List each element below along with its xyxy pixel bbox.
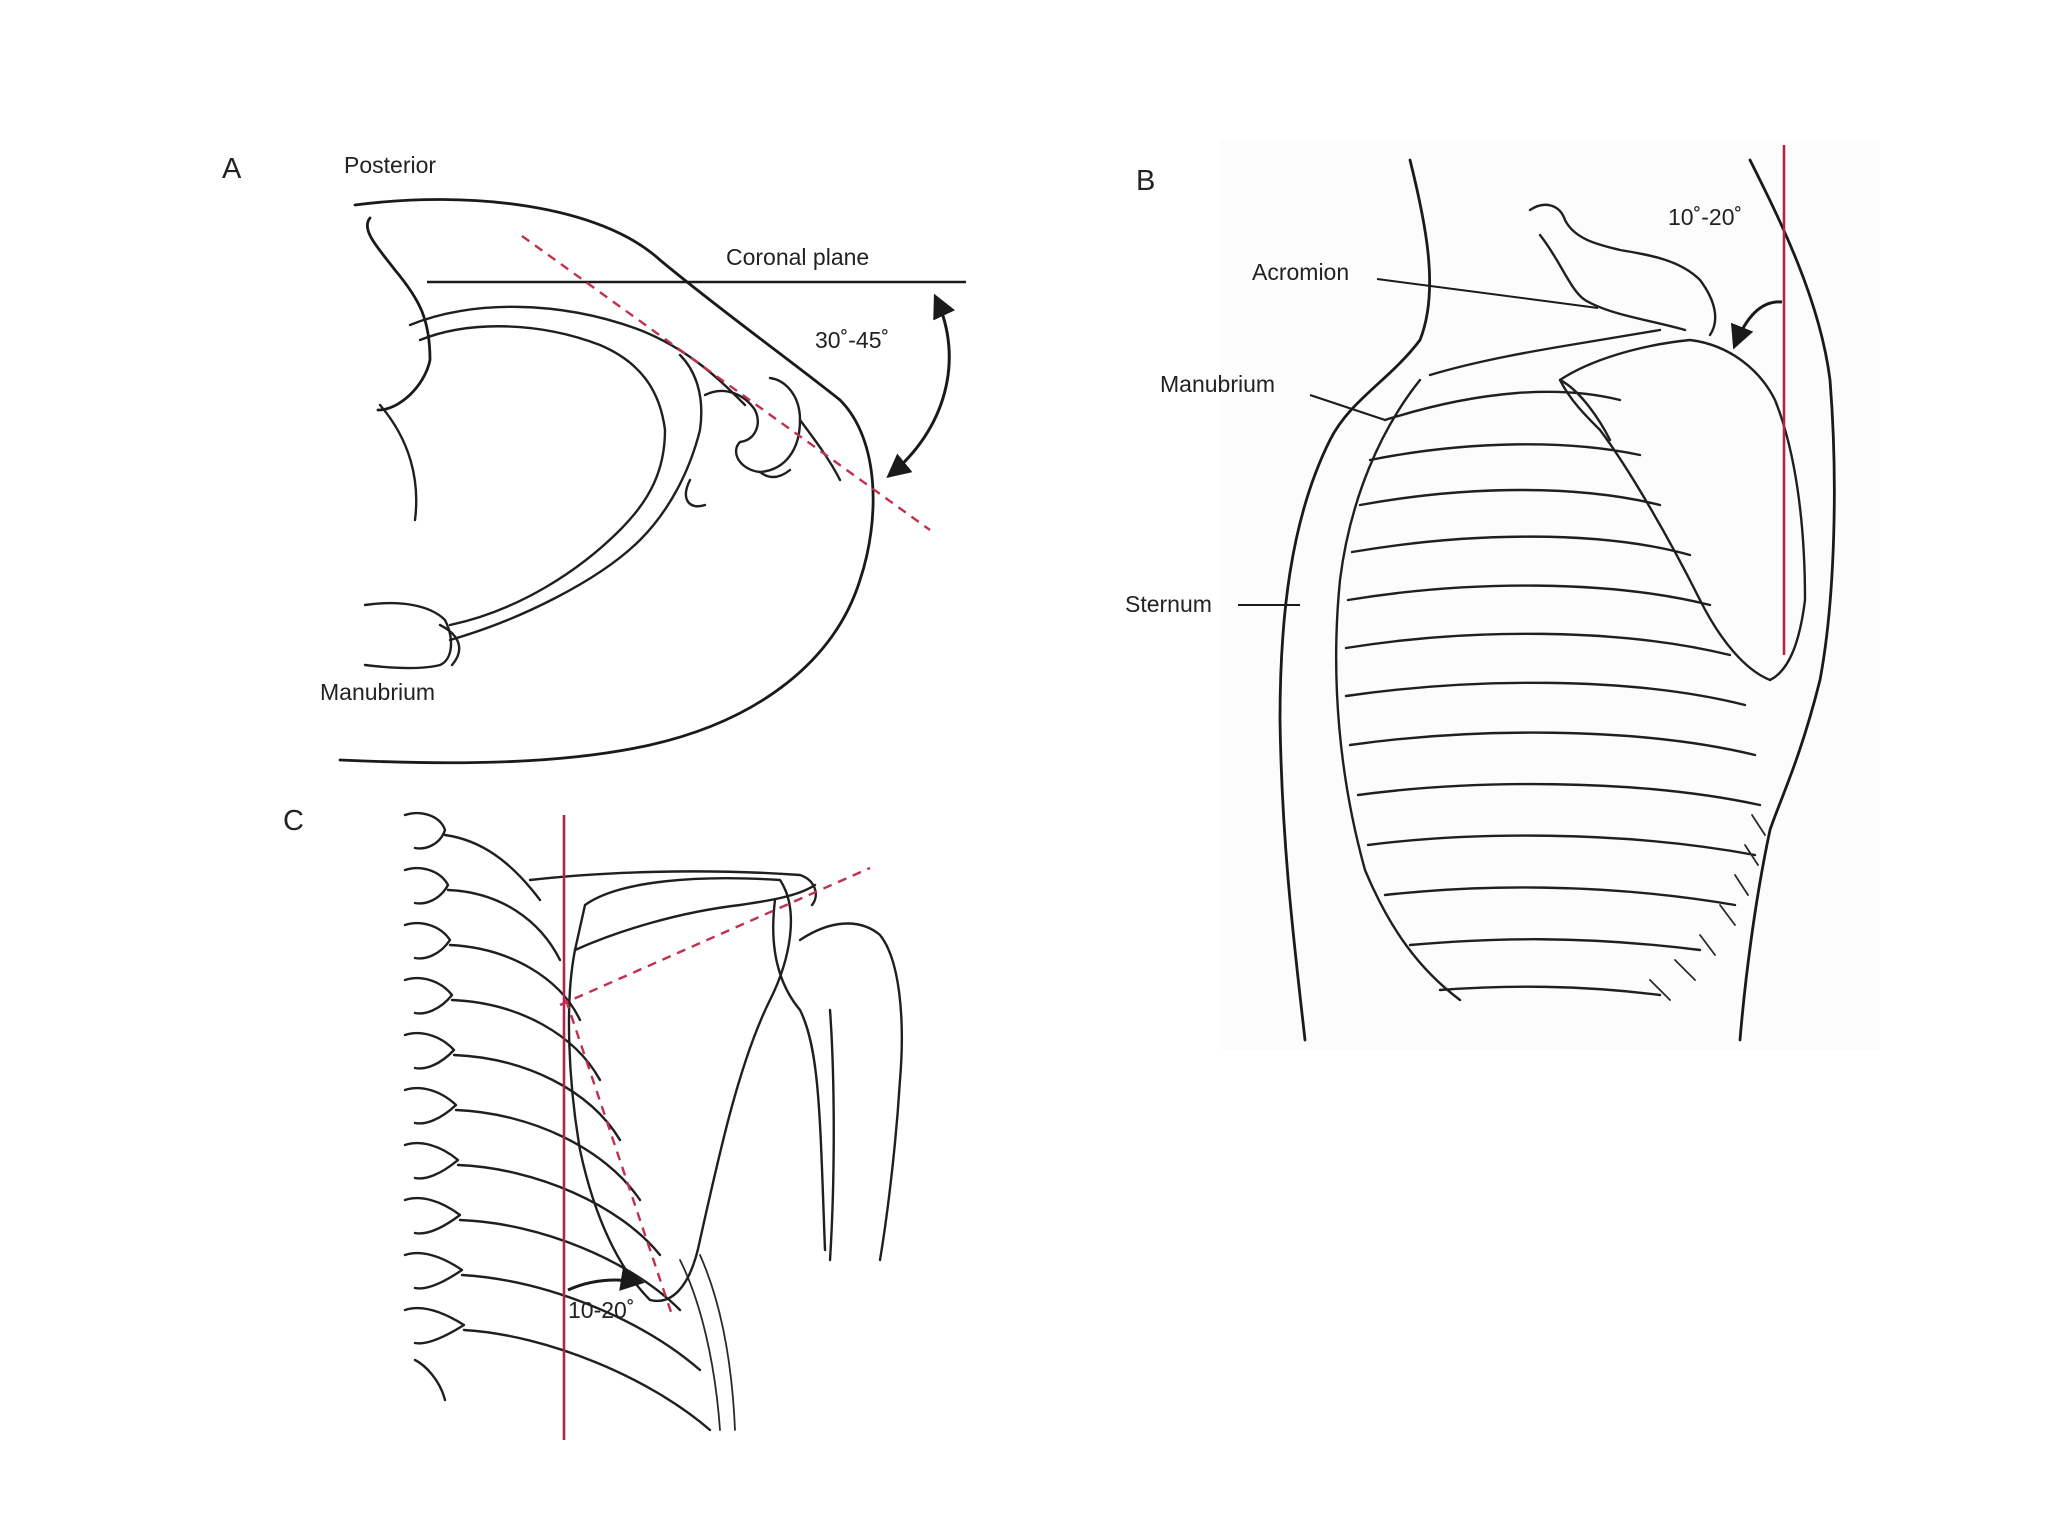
scapular-spine-line xyxy=(559,866,871,1007)
panel-b-background xyxy=(1220,140,1880,1050)
angle-arc-c xyxy=(567,1267,645,1292)
manubrium-leader xyxy=(1309,394,1386,421)
scapular-plane-line xyxy=(521,235,931,531)
angle-arc-b xyxy=(1730,300,1783,350)
vertebral-column-outline xyxy=(403,811,466,1402)
angle-label-b: 10˚-20˚ xyxy=(1668,204,1742,230)
manubrium-label-b: Manubrium xyxy=(1160,371,1275,397)
rib-cage-outline xyxy=(1334,378,1766,1002)
manubrium-outline xyxy=(363,601,461,670)
panel-c: C xyxy=(283,805,904,1440)
posterior-ribs-outline xyxy=(443,833,736,1432)
acromion-label: Acromion xyxy=(1252,259,1349,285)
panel-a-letter: A xyxy=(222,153,242,185)
manubrium-label-a: Manubrium xyxy=(320,679,435,705)
scapula-outline-b xyxy=(1428,203,1807,682)
trunk-outline xyxy=(1278,158,1836,1042)
shoulder-girdle-outline xyxy=(378,305,842,642)
medial-border-line xyxy=(564,999,674,1316)
scapula-outline-c xyxy=(528,870,904,1303)
acromion-leader xyxy=(1376,278,1599,309)
panel-c-letter: C xyxy=(283,805,304,837)
panel-a: A Posterior Coronal plane xyxy=(222,152,966,765)
panel-b: B xyxy=(1125,140,1880,1050)
coronal-plane-label: Coronal plane xyxy=(726,244,869,270)
angle-label-c: 10-20˚ xyxy=(568,1297,634,1323)
angle-label-a: 30˚-45˚ xyxy=(815,327,889,353)
sternum-label: Sternum xyxy=(1125,591,1212,617)
posterior-label: Posterior xyxy=(344,152,436,178)
panel-b-letter: B xyxy=(1136,165,1155,197)
angle-arc-a xyxy=(886,293,955,479)
